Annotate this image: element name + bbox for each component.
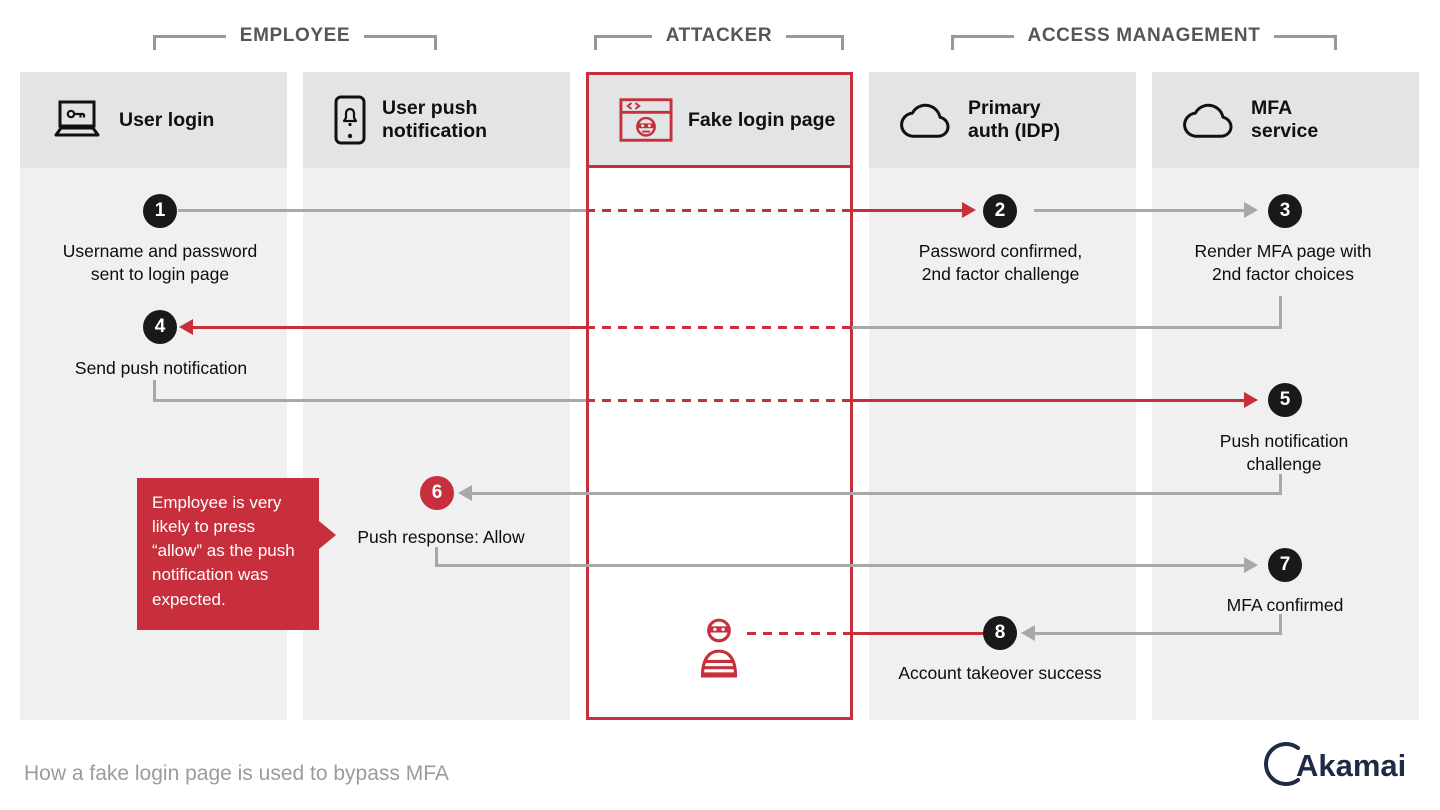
step-circle-1: 1 bbox=[143, 194, 177, 228]
group-access-management: ACCESS MANAGEMENT bbox=[869, 26, 1419, 50]
akamai-logo-text: Akamai bbox=[1296, 748, 1406, 783]
arrow-line bbox=[435, 564, 1244, 567]
group-label-employee: EMPLOYEE bbox=[239, 25, 351, 46]
callout-pointer-icon bbox=[319, 521, 336, 549]
arrow-line bbox=[435, 547, 438, 566]
step-circle-2: 2 bbox=[983, 194, 1017, 228]
lane-title: Fake login page bbox=[688, 108, 836, 131]
arrow-line bbox=[1279, 296, 1282, 328]
bracket-line bbox=[152, 35, 226, 50]
lane-mfa-service: MFA service bbox=[1152, 72, 1419, 720]
lane-fake-login-page: Fake login page bbox=[586, 72, 853, 720]
step-label-3: Render MFA page with 2nd factor choices bbox=[1194, 241, 1372, 285]
arrow-line bbox=[193, 326, 586, 329]
group-label-access-management: ACCESS MANAGEMENT bbox=[1027, 25, 1261, 46]
arrow-line-dashed bbox=[747, 632, 852, 635]
arrow-line bbox=[472, 492, 1282, 495]
arrow-line bbox=[178, 209, 586, 212]
group-employee: EMPLOYEE bbox=[20, 26, 570, 50]
step-circle-3: 3 bbox=[1268, 194, 1302, 228]
laptop-key-icon bbox=[54, 100, 100, 137]
arrowhead-icon bbox=[458, 485, 472, 501]
arrowhead-icon bbox=[1244, 557, 1258, 573]
step-circle-8: 8 bbox=[983, 616, 1017, 650]
step-circle-7: 7 bbox=[1268, 548, 1302, 582]
step-circle-5: 5 bbox=[1268, 383, 1302, 417]
step-label-2: Password confirmed, 2nd factor challenge bbox=[918, 241, 1083, 285]
group-attacker: ATTACKER bbox=[586, 26, 852, 50]
arrowhead-icon bbox=[179, 319, 193, 335]
lane-header-mfa-service: MFA service bbox=[1152, 72, 1419, 168]
arrowhead-icon bbox=[1244, 202, 1258, 218]
arrow-line bbox=[153, 399, 586, 402]
lane-title: User push notification bbox=[382, 97, 488, 142]
arrowhead-icon bbox=[1021, 625, 1035, 641]
figure-caption: How a fake login page is used to bypass … bbox=[24, 762, 449, 785]
bracket-line bbox=[950, 35, 1014, 50]
akamai-logo-icon: Akamai bbox=[1264, 742, 1406, 786]
bracket-line bbox=[1274, 35, 1338, 50]
lane-title: User login bbox=[119, 108, 215, 131]
step-label-4: Send push notification bbox=[74, 358, 248, 378]
bracket-line bbox=[364, 35, 438, 50]
akamai-logo: Akamai bbox=[1262, 734, 1432, 795]
arrow-line bbox=[852, 326, 1282, 329]
arrowhead-icon bbox=[962, 202, 976, 218]
lane-header-fake-login: Fake login page bbox=[589, 75, 850, 168]
step-label-5: Push notification challenge bbox=[1219, 431, 1349, 475]
step-label-7: MFA confirmed bbox=[1226, 595, 1344, 615]
arrow-line bbox=[852, 632, 983, 635]
fake-browser-icon bbox=[619, 98, 673, 142]
attacker-bandit-icon bbox=[700, 618, 738, 678]
lane-header-user-login: User login bbox=[20, 72, 287, 168]
lane-header-primary-auth: Primary auth (IDP) bbox=[869, 72, 1136, 168]
lane-user-push-notification: User push notification bbox=[303, 72, 570, 720]
cloud-icon bbox=[900, 103, 950, 138]
group-label-attacker: ATTACKER bbox=[665, 25, 773, 46]
step-circle-6: 6 bbox=[420, 476, 454, 510]
arrow-line-dashed bbox=[586, 326, 852, 329]
bracket-line bbox=[786, 35, 845, 50]
callout-note: Employee is very likely to press “allow”… bbox=[137, 478, 319, 630]
step-label-8: Account takeover success bbox=[898, 663, 1102, 683]
arrow-line bbox=[1279, 614, 1282, 634]
lane-title: Primary auth (IDP) bbox=[968, 97, 1061, 142]
arrow-line-dashed bbox=[586, 209, 852, 212]
lane-primary-auth: Primary auth (IDP) bbox=[869, 72, 1136, 720]
arrow-line bbox=[852, 399, 1244, 402]
arrow-line bbox=[1279, 474, 1282, 494]
arrowhead-icon bbox=[1244, 392, 1258, 408]
step-label-1: Username and password sent to login page bbox=[62, 241, 258, 285]
arrow-line bbox=[153, 380, 156, 401]
arrow-line-dashed bbox=[586, 399, 852, 402]
lane-header-user-push: User push notification bbox=[303, 72, 570, 168]
step-label-6: Push response: Allow bbox=[357, 527, 525, 547]
phone-bell-icon bbox=[334, 95, 366, 145]
step-circle-4: 4 bbox=[143, 310, 177, 344]
arrow-line bbox=[1034, 209, 1244, 212]
bracket-line bbox=[593, 35, 652, 50]
cloud-icon bbox=[1183, 103, 1233, 138]
arrow-line bbox=[1035, 632, 1282, 635]
lane-title: MFA service bbox=[1251, 97, 1319, 142]
arrow-line bbox=[852, 209, 962, 212]
